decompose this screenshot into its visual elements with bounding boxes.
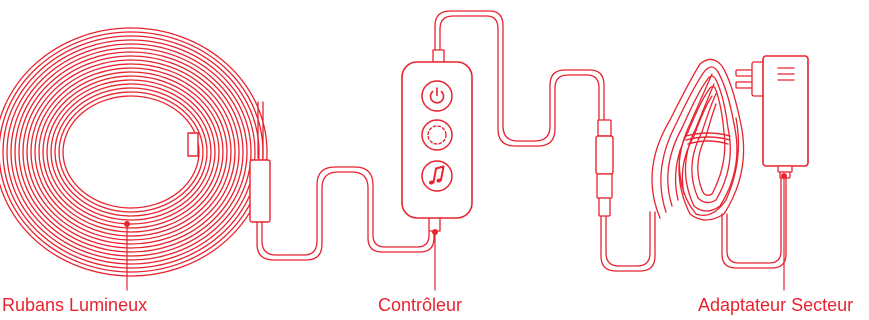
label-controller: Contrôleur [378, 295, 463, 315]
label-power-adapter: Adaptateur Secteur [698, 295, 854, 315]
power-icon [421, 80, 453, 112]
cable-strip-to-controller [256, 166, 435, 261]
cable-controller-to-adapter [434, 10, 656, 272]
plug-icon [735, 61, 765, 97]
mode-dotted-circle-icon [421, 119, 453, 151]
controller [401, 49, 473, 232]
coiled-cord [651, 58, 787, 269]
strip-connector [249, 159, 271, 223]
leader-lines [123, 173, 787, 291]
led-strip-coil [0, 27, 268, 277]
power-adapter [735, 55, 809, 179]
label-led-strip: Rubans Lumineux [2, 295, 148, 315]
music-note-icon [421, 160, 453, 192]
